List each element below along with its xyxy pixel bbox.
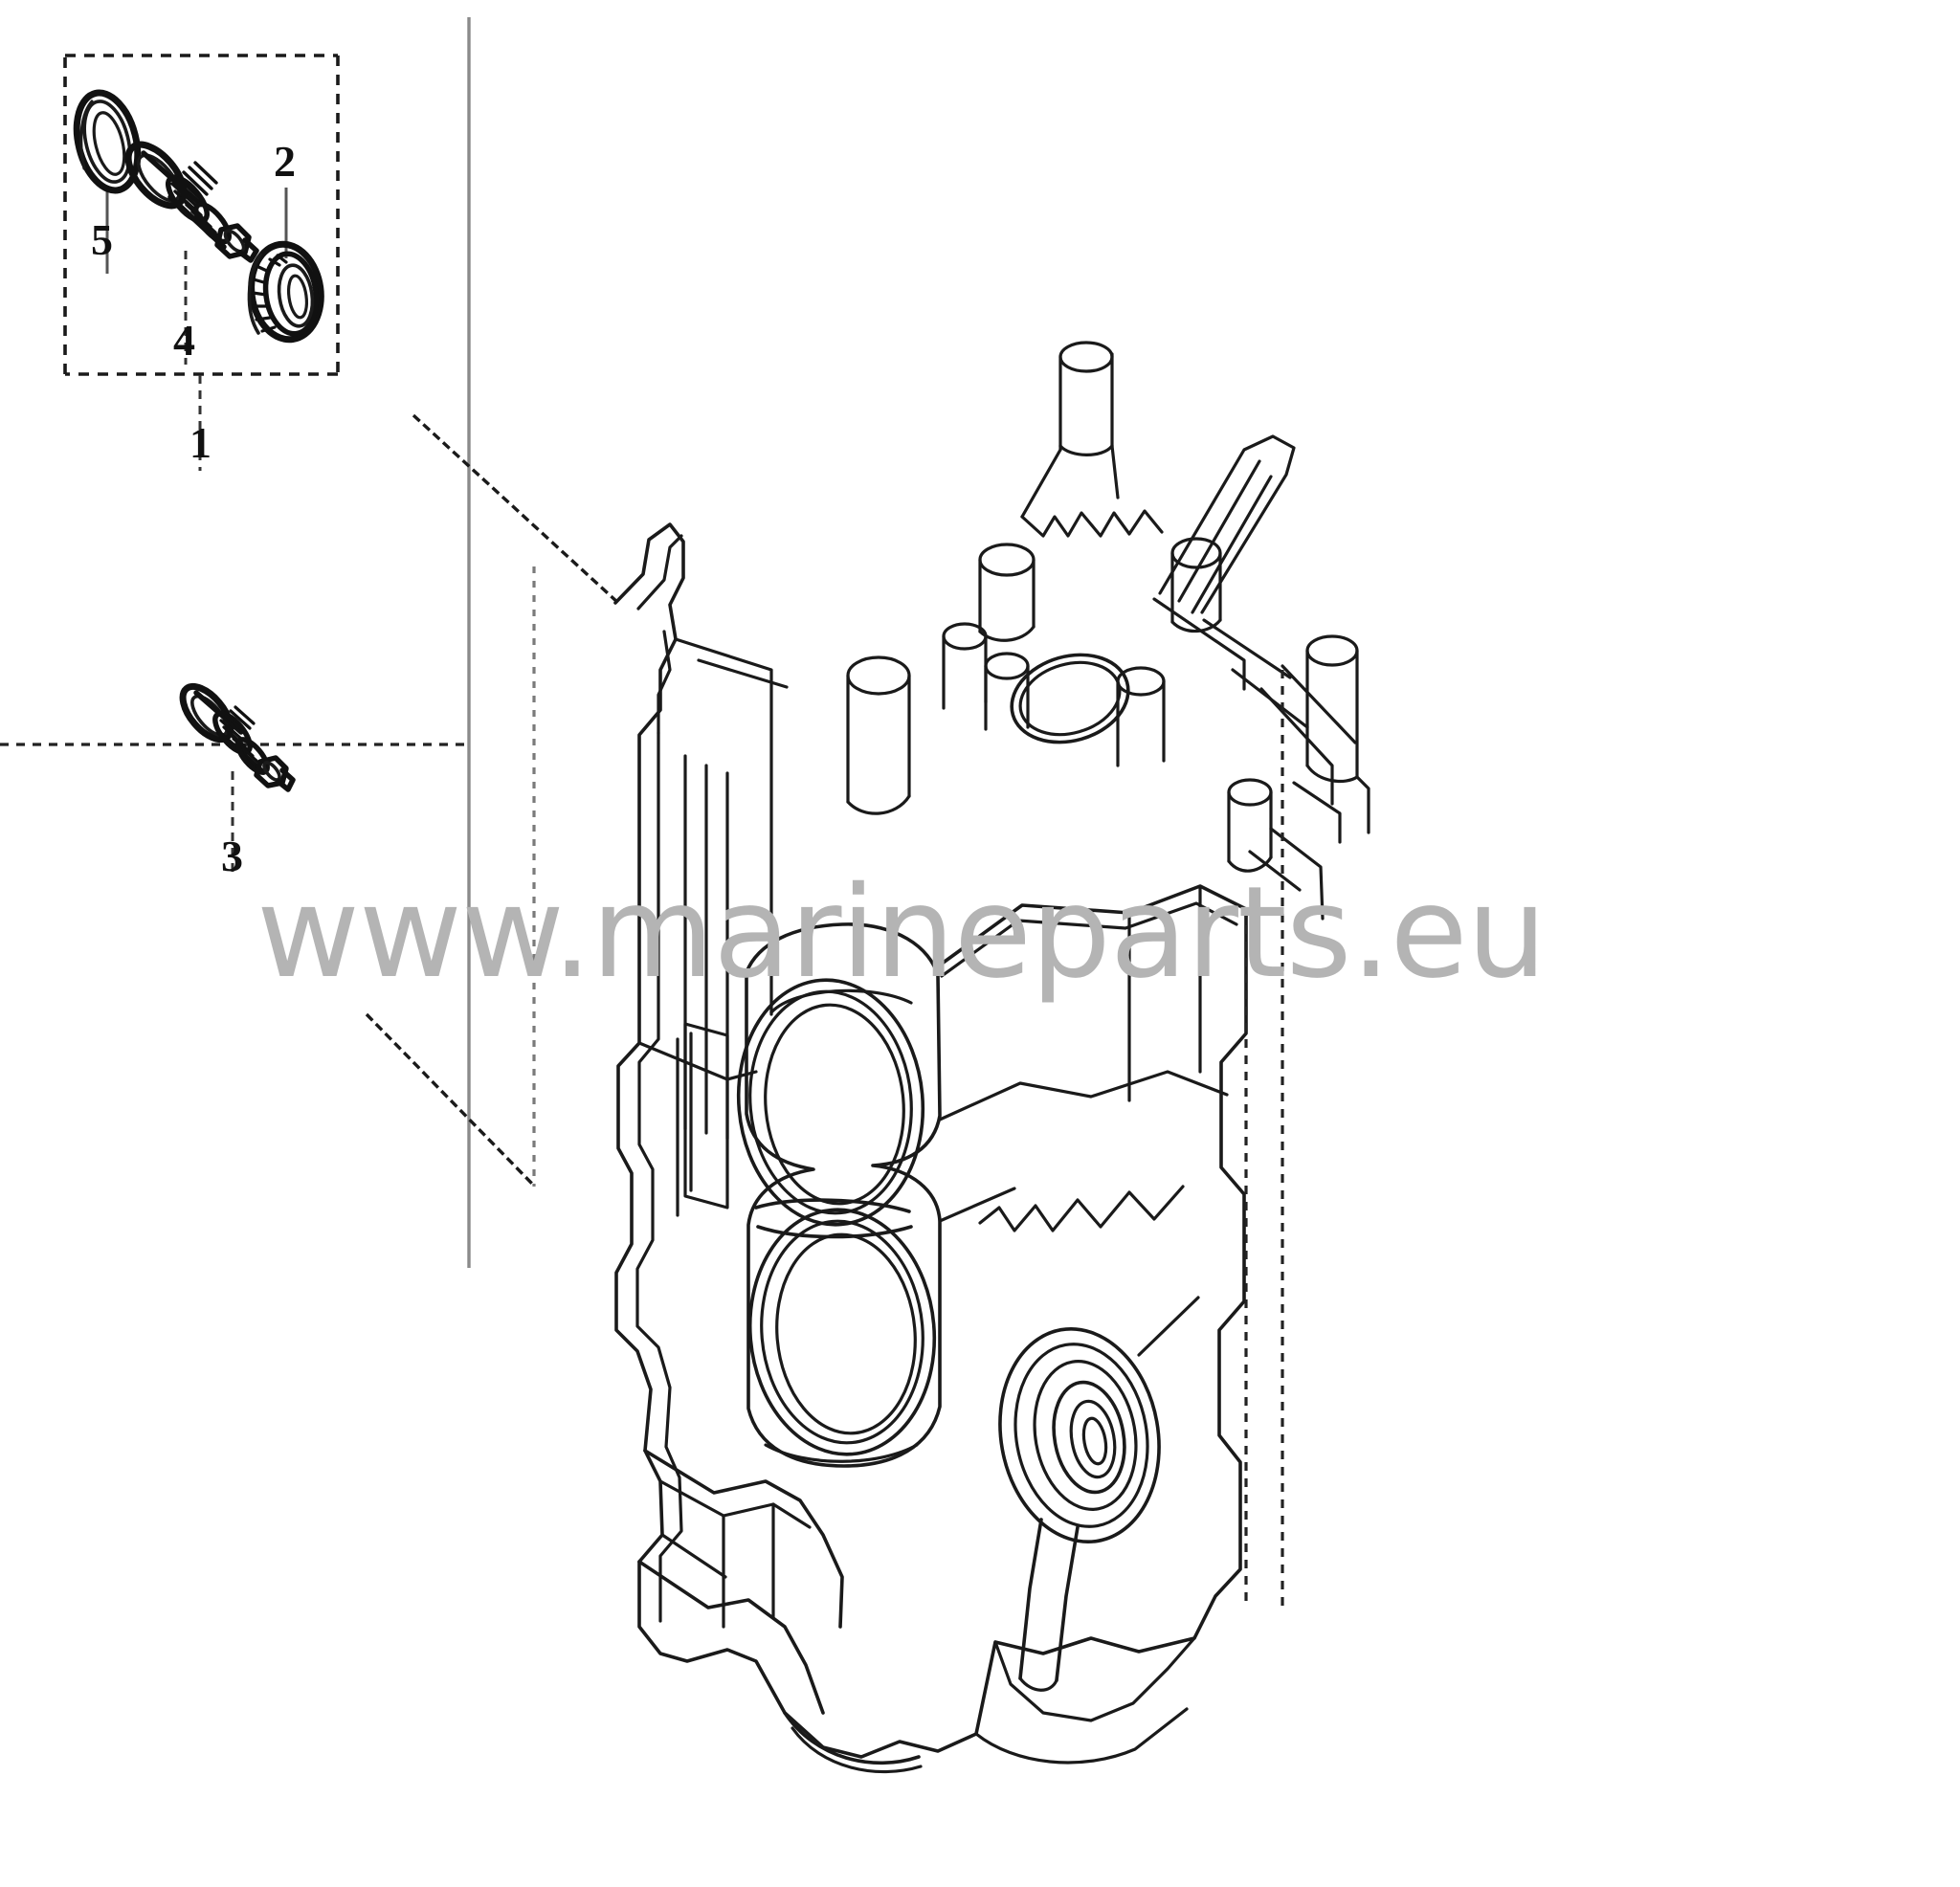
hidden-edges: [1244, 670, 1284, 1608]
kit-boundary-box: [63, 54, 340, 376]
head-gasket-outline: [745, 922, 942, 1468]
callout-number-2[interactable]: 2: [274, 137, 296, 186]
part-4-thermostat-body: [124, 141, 259, 263]
callout-number-4[interactable]: 4: [173, 316, 195, 365]
cylinder-bore-upper: [736, 978, 925, 1227]
leader-part-3-to-guide: [365, 1012, 534, 1186]
cylinder-block-assembly: [613, 341, 1370, 1774]
part-5-oring: [73, 89, 142, 194]
block-right-body: [936, 884, 1248, 1736]
block-lower-skirt: [637, 1449, 923, 1774]
cylinder-bore-lower: [747, 1208, 937, 1456]
block-left-face: [613, 522, 978, 1759]
callout-number-3[interactable]: 3: [221, 832, 243, 880]
callout-number-5[interactable]: 5: [91, 215, 113, 264]
water-passage-boss: [998, 1296, 1200, 1692]
block-head-deck: [637, 637, 789, 1217]
leader-part-2-to-block: [412, 413, 620, 605]
callout-number-1[interactable]: 1: [189, 418, 212, 467]
block-rear-lower: [974, 1636, 1196, 1765]
part-3-temp-sensor: [179, 682, 296, 792]
part-2-grommet: [247, 240, 324, 344]
block-top-ports: [846, 341, 1370, 921]
